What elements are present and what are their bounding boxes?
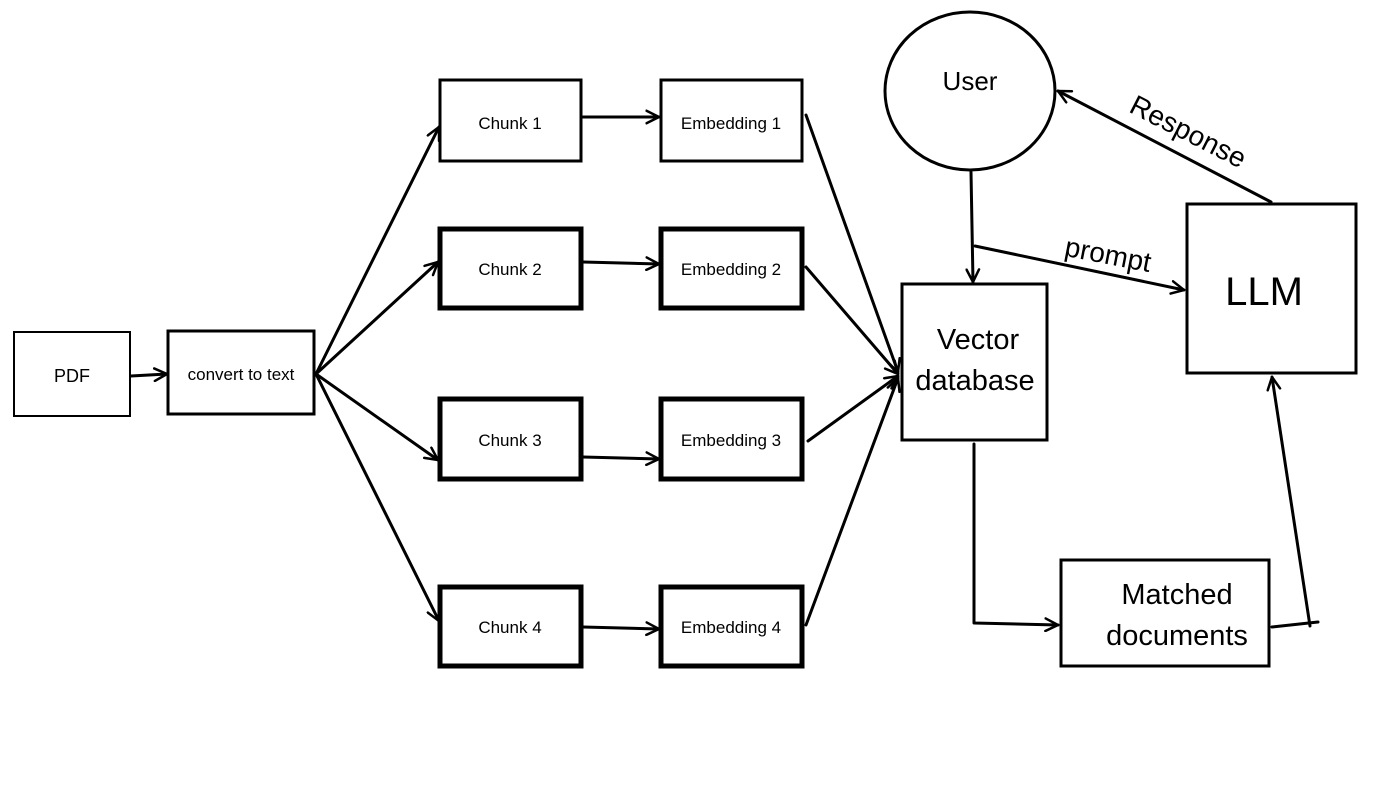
llm-label: LLM: [1225, 270, 1303, 314]
edge-chunk-4-to-embedding-4: [581, 621, 661, 637]
edge-vector-db-to-matched-documents: [972, 442, 1060, 633]
chunk-3-node: [437, 396, 584, 482]
edge-convert-to-chunk-4: [314, 372, 441, 623]
llm-node: [1185, 202, 1358, 375]
chunk-2-label: Chunk 2: [478, 260, 541, 279]
matched-documents-label-line-2: documents: [1106, 620, 1248, 652]
matched-documents-node: [1059, 558, 1271, 668]
embedding-1-node: [659, 78, 804, 163]
convert-label: convert to text: [188, 365, 295, 384]
embedding-2-label: Embedding 2: [681, 260, 781, 279]
embedding-2-node: [658, 226, 805, 311]
embedding-4-node: [658, 584, 805, 669]
vector-database-label-line-1: Vector: [937, 324, 1020, 356]
chunk-1-label: Chunk 1: [478, 114, 541, 133]
edge-chunk-3-to-embedding-3: [581, 451, 661, 467]
pdf-label: PDF: [54, 366, 90, 386]
chunk-2-node: [437, 226, 584, 311]
edge-convert-to-chunk-1: [314, 125, 441, 376]
response-edge-label: Response: [1125, 89, 1251, 174]
edge-convert-to-chunk-2: [314, 260, 440, 376]
nodes: [13, 10, 1358, 669]
edge-embedding-4-to-vector-db: [804, 376, 901, 627]
edge-convert-to-chunk-3: [314, 372, 440, 462]
edge-embedding-3-to-vector-db: [806, 374, 900, 443]
matched-documents-label-line-1: Matched: [1121, 579, 1232, 611]
vector-database-label-line-2: database: [915, 365, 1034, 397]
chunk-4-node: [437, 584, 584, 669]
edge-pdf-to-convert: [129, 367, 169, 383]
edge-chunk-2-to-embedding-2: [581, 256, 661, 272]
edges: [129, 89, 1320, 637]
chunk-4-label: Chunk 4: [478, 618, 541, 637]
edge-prompt-to-llm: [973, 244, 1186, 295]
edge-llm-to-user: [1056, 89, 1273, 204]
vector-database-node: [900, 282, 1049, 442]
pdf-node: [13, 331, 131, 417]
chunk-3-label: Chunk 3: [478, 431, 541, 450]
convert-node: [166, 329, 316, 416]
user-label: User: [943, 66, 998, 96]
prompt-edge-label: prompt: [1062, 231, 1154, 278]
embedding-3-node: [658, 396, 805, 482]
chunk-1-node: [438, 78, 583, 163]
user-node: [883, 10, 1057, 172]
edge-user-to-vector-db: [965, 170, 981, 284]
embedding-1-label: Embedding 1: [681, 114, 781, 133]
edge-matched-documents-to-llm: [1266, 375, 1312, 628]
embedding-4-label: Embedding 4: [681, 618, 781, 637]
embedding-3-label: Embedding 3: [681, 431, 781, 450]
edge-embedding-2-to-vector-db: [804, 265, 900, 376]
edge-embedding-1-to-vector-db: [804, 113, 901, 374]
